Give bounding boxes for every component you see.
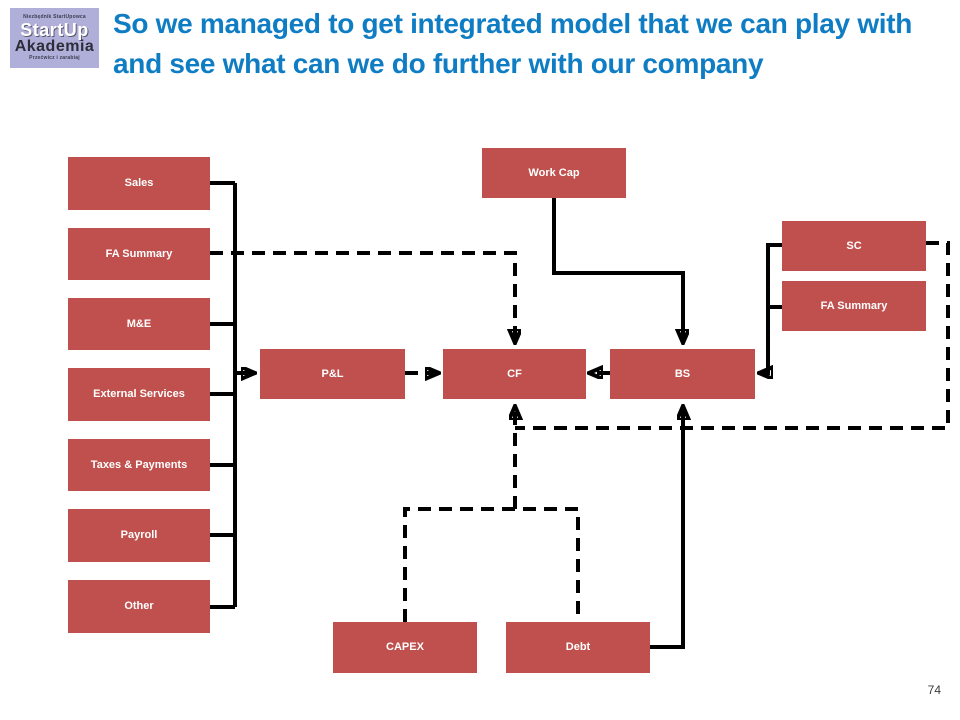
node-me: M&E <box>68 298 210 350</box>
node-fa-summary-right: FA Summary <box>782 281 926 331</box>
node-sales: Sales <box>68 157 210 210</box>
logo-name-startup: StartUp <box>20 20 89 40</box>
logo-name-akademia: Akademia <box>14 38 95 55</box>
node-fa-summary-left: FA Summary <box>68 228 210 280</box>
logo-tagline-top: Niezbędnik StartUpowca <box>23 14 86 20</box>
node-other: Other <box>68 580 210 633</box>
node-debt: Debt <box>506 622 650 673</box>
startup-akademia-logo: Niezbędnik StartUpowca StartUp Akademia … <box>10 8 99 68</box>
page-number: 74 <box>927 683 941 697</box>
edge-sc-group-to-bs <box>760 243 782 373</box>
slide-title: So we managed to get integrated model th… <box>113 8 913 79</box>
node-payroll: Payroll <box>68 509 210 562</box>
edge-capex-debt-loop <box>403 507 580 622</box>
node-capex: CAPEX <box>333 622 477 673</box>
node-taxes-payments: Taxes & Payments <box>68 439 210 491</box>
node-bs: BS <box>610 349 755 399</box>
edge-debt-to-bs <box>650 407 683 649</box>
logo-tagline-bottom: Przećwicz i zarabiaj <box>29 55 80 61</box>
node-external-services: External Services <box>68 368 210 421</box>
edge-workcap-to-bs <box>552 198 683 342</box>
node-pnl: P&L <box>260 349 405 399</box>
node-sc: SC <box>782 221 926 271</box>
node-cf: CF <box>443 349 586 399</box>
edge-fa-summary-left-to-cf <box>210 251 515 342</box>
node-work-cap: Work Cap <box>482 148 626 198</box>
